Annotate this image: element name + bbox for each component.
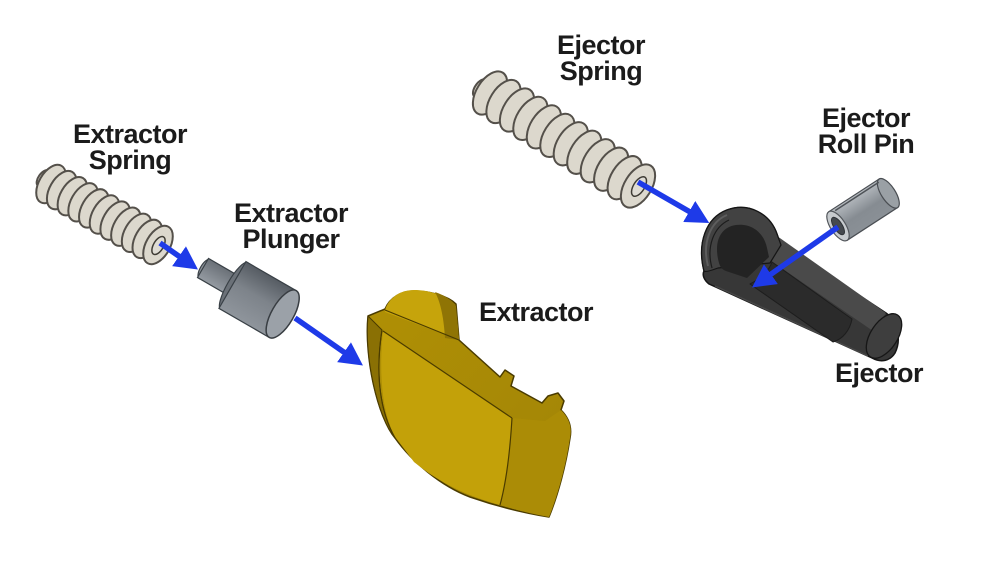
assembly-arrow-plunger-to-extractor	[293, 315, 363, 366]
ejector-spring-label-line1: Ejector	[556, 30, 646, 60]
ejector-label-line1: Ejector	[834, 358, 924, 388]
extractor-spring-illustration	[35, 163, 174, 266]
roll-pin-seam	[834, 181, 880, 212]
extractor-label-line1: Extractor	[478, 297, 594, 327]
assembly-arrow-extractor-spring-to-plunger	[158, 240, 198, 270]
extractor-label: Extractor	[478, 297, 594, 327]
extractor-spring-label-line1: Extractor	[72, 119, 188, 149]
ejector-roll-pin-label-line2: Roll Pin	[817, 129, 915, 159]
extractor-plunger-label: Extractor Plunger	[233, 198, 349, 254]
ejector-spring-label: Ejector Spring	[556, 30, 646, 86]
extractor-plunger-illustration	[196, 257, 300, 339]
ejector-spring-illustration	[471, 70, 657, 209]
extractor-plunger-label-line2: Plunger	[242, 224, 340, 254]
ejector-roll-pin-label: Ejector Roll Pin	[817, 103, 915, 159]
ejector-roll-pin-illustration	[826, 177, 900, 242]
extractor-main-face	[381, 331, 512, 505]
extractor-illustration	[366, 290, 572, 518]
plunger-front-face	[265, 289, 300, 339]
ejector-spring-label-line2: Spring	[559, 56, 643, 86]
ejector-end-cap	[865, 313, 903, 359]
extractor-spring-label: Extractor Spring	[72, 119, 188, 175]
ejector-label: Ejector	[834, 358, 924, 388]
extractor-plunger-label-line1: Extractor	[233, 198, 349, 228]
ejector-roll-pin-label-line1: Ejector	[821, 103, 911, 133]
assembly-arrow-ejector-spring-to-ejector	[636, 179, 710, 224]
assembly-arrow-roll-pin-to-ejector	[752, 224, 840, 288]
ejector-illustration	[700, 206, 903, 362]
extractor-spring-label-line2: Spring	[88, 145, 172, 175]
